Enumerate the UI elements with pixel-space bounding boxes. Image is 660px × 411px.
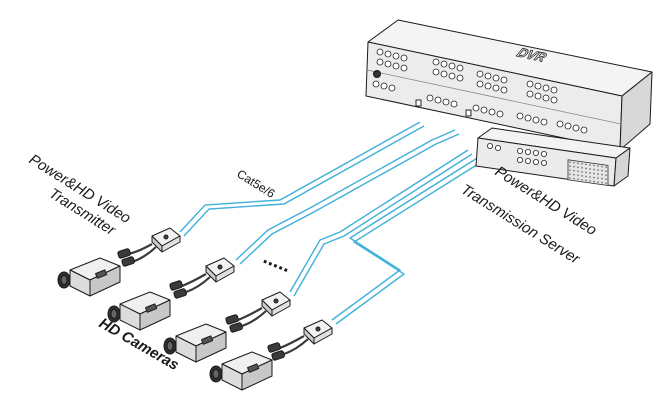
cable-3 [289,149,469,293]
hd-camera-3 [163,323,227,363]
hd-camera-1 [57,257,121,297]
server-ports [486,142,548,166]
bnc-ports-bottom [372,80,588,134]
server-side-face [613,147,631,187]
cable-2b [239,133,460,265]
cat5e-cables [179,121,495,325]
connector-1 [117,243,157,267]
cable-label: Cat5e/6 [234,167,277,201]
camera-unit-3 [163,291,291,363]
cable-4 [331,149,491,321]
camera-unit-1 [57,227,181,297]
dvr-logo: DVR [514,45,549,64]
transmitter-4 [303,319,333,345]
transmitter-1 [151,227,181,253]
connector-3 [225,307,267,333]
camera-unit-4 [209,319,333,391]
dvr-side-face [619,71,653,151]
transmitter-label: Power&HD Video Transmitter [26,151,134,240]
cable-1 [179,121,421,233]
hd-camera-4 [209,351,273,391]
connector-4 [267,335,309,361]
connector-2 [169,273,211,299]
cable-2 [235,129,456,261]
dvr-rack: DVR [365,19,653,157]
cable-3b [293,153,473,297]
transmission-server [475,127,631,187]
server-vent [567,159,609,186]
cable-1b [183,125,425,237]
ellipsis-dots: ..... [260,246,294,277]
cable-4b [335,153,495,325]
transmitter-3 [261,291,291,317]
transmitter-2 [205,257,235,283]
bnc-ports-top [376,48,558,104]
camera-unit-2 [107,257,235,331]
hd-camera-2 [107,291,171,331]
